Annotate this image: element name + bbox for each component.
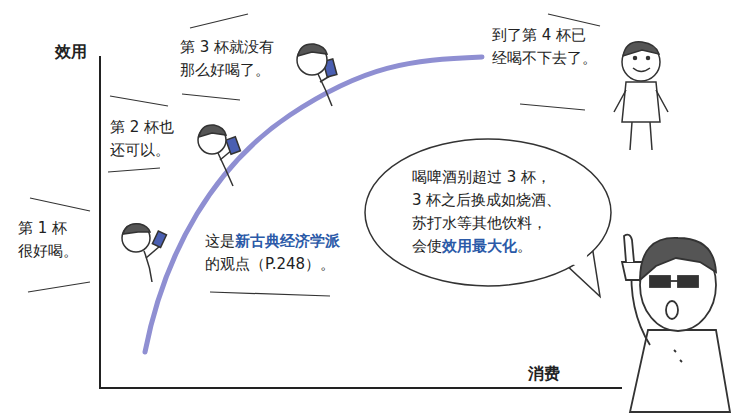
emphasis-lines-part	[182, 94, 240, 100]
glasses-man	[622, 235, 730, 412]
note-text: 这是	[205, 232, 235, 250]
note-block: 这是新古典经济学派的观点（P.248）。	[205, 230, 345, 277]
full-figure-4-part	[633, 68, 650, 72]
emphasis-lines-part	[108, 168, 160, 172]
axes	[99, 56, 622, 389]
emphasis-lines-part	[28, 282, 90, 292]
drinker-figure-3-part	[318, 74, 332, 106]
glasses-man-part	[640, 238, 716, 280]
drinker-figure-1-part	[146, 246, 160, 258]
drinker-figure-2	[198, 125, 240, 186]
drinker-figure-2-part	[218, 153, 233, 186]
full-figure-4-part	[647, 57, 650, 60]
drinker-figure-1-part	[152, 231, 166, 247]
drinker-figure-2-part	[199, 125, 226, 137]
glasses-man-part	[622, 262, 642, 280]
note-highlight: 新古典经济学派	[235, 232, 340, 250]
glasses-man-part	[674, 350, 682, 362]
axis-label: 消费	[528, 362, 560, 387]
full-figure-4-part	[634, 57, 637, 60]
axes-part	[99, 387, 622, 389]
drinker-figure-1-part	[123, 224, 150, 234]
speech-text: 第 1 杯 很好喝。	[18, 217, 81, 264]
full-figure-4	[614, 42, 668, 150]
full-figure-4-part	[614, 90, 668, 150]
speech-bubble: 喝啤酒别超过 3 杯， 3 杯之后换成如烧酒、 苏打水等其他饮料， 会使效用最大…	[363, 137, 613, 288]
emphasis-lines-part	[30, 198, 90, 211]
full-figure-4-part	[623, 42, 659, 56]
bubble-ellipse	[365, 139, 611, 286]
glasses-man-part	[678, 276, 698, 287]
emphasis-lines-part	[520, 104, 585, 110]
speech-text: 第 2 杯也 还可以。	[110, 116, 180, 163]
axes-part	[99, 56, 101, 389]
drinker-figure-3-part	[298, 44, 327, 56]
speech-text: 到了第 4 杯已 经喝不下去了。	[492, 24, 600, 71]
glasses-man-part	[666, 301, 678, 319]
emphasis-lines-part	[548, 14, 600, 26]
glasses-man-part	[624, 235, 634, 262]
note-text: 的观点（P.248）。	[205, 255, 335, 273]
bubble-highlight: 效用最大化	[442, 237, 517, 255]
glasses-man-part	[630, 330, 730, 412]
bubble-text-part: 。	[517, 237, 532, 255]
drinker-figure-3	[297, 44, 337, 106]
emphasis-lines-part	[190, 14, 248, 28]
drinker-figure-2-part	[226, 137, 241, 155]
emphasis-lines-part	[210, 292, 330, 296]
axis-label: 效用	[55, 40, 87, 65]
bubble-outline	[363, 137, 613, 288]
bubble-seam-cover	[569, 250, 587, 268]
full-figure-4-part	[622, 82, 660, 122]
glasses-man-part	[670, 280, 678, 282]
speech-text: 第 3 杯就没有 那么好喝了。	[180, 36, 282, 83]
glasses-man-part	[650, 276, 670, 287]
drinker-figure-1-part	[122, 224, 150, 252]
drinker-figure-1	[122, 224, 166, 282]
emphasis-lines-part	[110, 96, 168, 106]
bubble-text: 喝啤酒别超过 3 杯， 3 杯之后换成如烧酒、 苏打水等其他饮料， 会使效用最大…	[412, 166, 564, 259]
